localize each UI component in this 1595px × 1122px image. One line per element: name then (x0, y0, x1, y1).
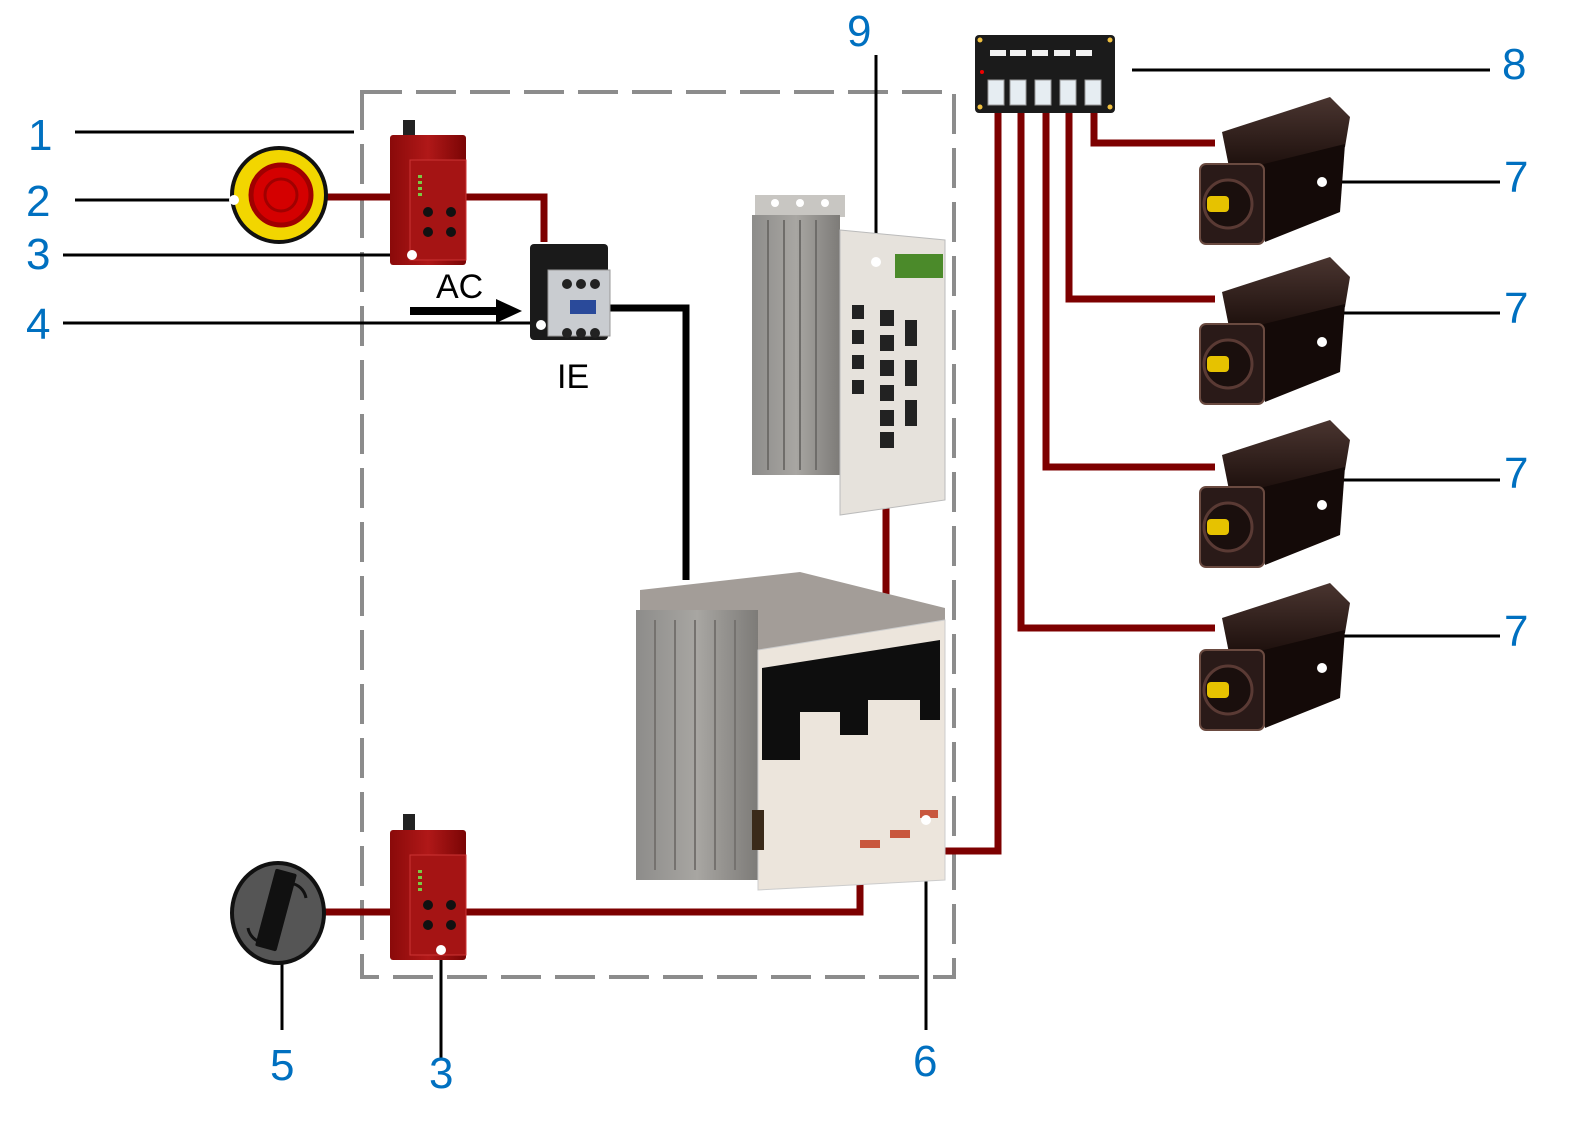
leader-lines (63, 55, 1500, 1058)
ac-arrow (410, 299, 522, 323)
ie-label: IE (557, 358, 590, 396)
callout-2: 2 (26, 177, 51, 226)
servo-motor-3 (1199, 420, 1350, 568)
power-supply-unit (636, 572, 946, 891)
callout-7-motor-2: 7 (1504, 284, 1529, 333)
cable-motor-1 (1090, 112, 1215, 147)
servo-motor-1 (1199, 97, 1350, 245)
mounting-hole-icon (771, 199, 779, 207)
safety-relay-module-bottom (390, 814, 467, 960)
callout-5: 5 (270, 1041, 295, 1090)
safety-relay-module-top (390, 120, 467, 265)
callout-8: 8 (1502, 40, 1527, 89)
callout-1: 1 (28, 111, 53, 160)
callout-3-bottom: 3 (429, 1049, 454, 1098)
callout-3-top: 3 (26, 230, 51, 279)
emergency-stop-button (229, 146, 328, 244)
callout-9: 9 (847, 7, 872, 56)
contactor (530, 244, 611, 340)
motor-shaft (1207, 196, 1229, 212)
rotate-arrow-icon (293, 882, 308, 899)
callout-7-motor-4: 7 (1504, 607, 1529, 656)
control-cabinet-boundary (360, 90, 956, 979)
cable-motor-3 (1042, 112, 1215, 471)
servo-motor-2 (1199, 257, 1350, 405)
servo-motor-4 (1199, 583, 1350, 731)
callout-7-motor-1: 7 (1504, 153, 1529, 202)
callout-7-motor-3: 7 (1504, 449, 1529, 498)
motor-shaft (1207, 682, 1229, 698)
cable-power-contactor-drive (604, 304, 690, 580)
cable-motor-2 (1065, 112, 1215, 303)
distribution-port (1059, 79, 1077, 106)
motor-shaft (1207, 356, 1229, 372)
cable-motor-4 (1017, 112, 1215, 632)
ac-label: AC (436, 268, 484, 306)
motion-controller (752, 195, 946, 516)
rotate-arrow-icon (263, 177, 299, 213)
distribution-port (1034, 79, 1052, 106)
distribution-port (1084, 79, 1102, 106)
callout-6: 6 (913, 1037, 938, 1086)
motor-shaft (1207, 519, 1229, 535)
key-selector-switch (230, 861, 326, 965)
distribution-box (975, 35, 1115, 113)
distribution-port (1009, 79, 1027, 106)
distribution-port (987, 79, 1005, 106)
cable-relay-contactor (466, 193, 548, 242)
callout-4: 4 (26, 300, 51, 349)
